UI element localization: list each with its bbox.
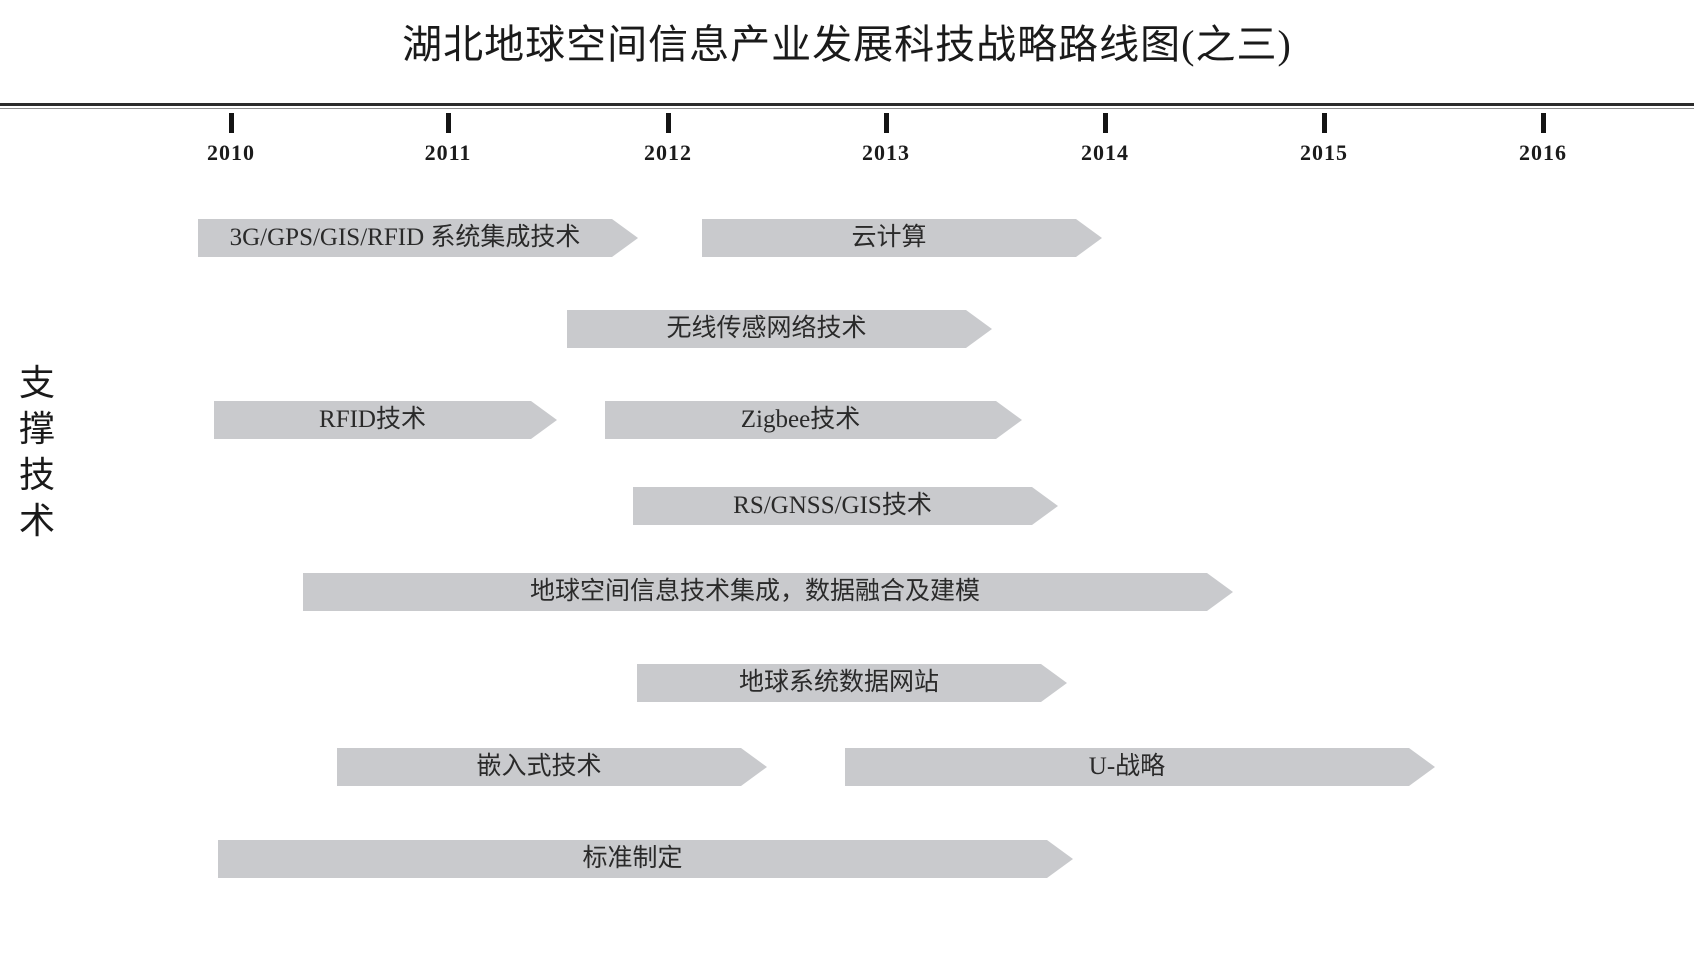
bar-zigbee[interactable]: Zigbee技术 xyxy=(605,401,1022,439)
bar-cloud-computing-label: 云计算 xyxy=(851,224,927,251)
bar-u-strategy-label: U-战略 xyxy=(1088,753,1166,780)
bar-rfid-label: RFID技术 xyxy=(319,406,426,433)
axis-tick-label-2011: 2011 xyxy=(424,140,472,165)
category-label-char-1: 撑 xyxy=(18,409,55,449)
axis-tick-label-2015: 2015 xyxy=(1300,140,1348,165)
timeline-axis xyxy=(0,103,1694,109)
axis-tick-2014 xyxy=(1103,113,1108,133)
category-label-char-0: 支 xyxy=(18,363,55,403)
category-label-supporting-technology: 支 撑 技 术 xyxy=(10,360,64,544)
axis-tick-label-2016: 2016 xyxy=(1519,140,1567,165)
bar-standards[interactable]: 标准制定 xyxy=(218,840,1073,878)
bar-earth-system-data-site[interactable]: 地球系统数据网站 xyxy=(637,664,1067,702)
bar-cloud-computing[interactable]: 云计算 xyxy=(702,219,1102,257)
bar-u-strategy[interactable]: U-战略 xyxy=(845,748,1435,786)
axis-tick-2013 xyxy=(884,113,889,133)
bar-geospatial-integration-label: 地球空间信息技术集成，数据融合及建模 xyxy=(529,578,980,605)
bar-rfid[interactable]: RFID技术 xyxy=(214,401,557,439)
axis-tick-label-2010: 2010 xyxy=(207,140,255,165)
bar-rs-gnss-gis-label: RS/GNSS/GIS技术 xyxy=(733,492,932,519)
page-title: 湖北地球空间信息产业发展科技战略路线图(之三) xyxy=(402,22,1292,67)
bar-3g-gps-gis-rfid[interactable]: 3G/GPS/GIS/RFID 系统集成技术 xyxy=(198,219,638,257)
axis-tick-label-2012: 2012 xyxy=(644,140,692,165)
axis-tick-2010 xyxy=(229,113,234,133)
category-label-char-3: 术 xyxy=(18,501,55,541)
axis-tick-2011 xyxy=(446,113,451,133)
bar-rs-gnss-gis[interactable]: RS/GNSS/GIS技术 xyxy=(633,487,1058,525)
category-label-char-2: 技 xyxy=(18,455,55,495)
bar-standards-label: 标准制定 xyxy=(582,845,683,872)
bar-embedded-tech[interactable]: 嵌入式技术 xyxy=(337,748,767,786)
bar-zigbee-label: Zigbee技术 xyxy=(740,406,861,433)
bar-wireless-sensor-network-label: 无线传感网络技术 xyxy=(666,315,867,342)
axis-tick-label-2014: 2014 xyxy=(1081,140,1129,165)
axis-tick-2012 xyxy=(666,113,671,133)
bar-geospatial-integration[interactable]: 地球空间信息技术集成，数据融合及建模 xyxy=(303,573,1233,611)
bar-earth-system-data-site-label: 地球系统数据网站 xyxy=(738,669,939,696)
axis-tick-2015 xyxy=(1322,113,1327,133)
axis-tick-2016 xyxy=(1541,113,1546,133)
bar-wireless-sensor-network[interactable]: 无线传感网络技术 xyxy=(567,310,992,348)
bar-embedded-tech-label: 嵌入式技术 xyxy=(476,753,602,780)
bar-3g-gps-gis-rfid-label: 3G/GPS/GIS/RFID 系统集成技术 xyxy=(229,224,581,251)
axis-tick-label-2013: 2013 xyxy=(862,140,910,165)
